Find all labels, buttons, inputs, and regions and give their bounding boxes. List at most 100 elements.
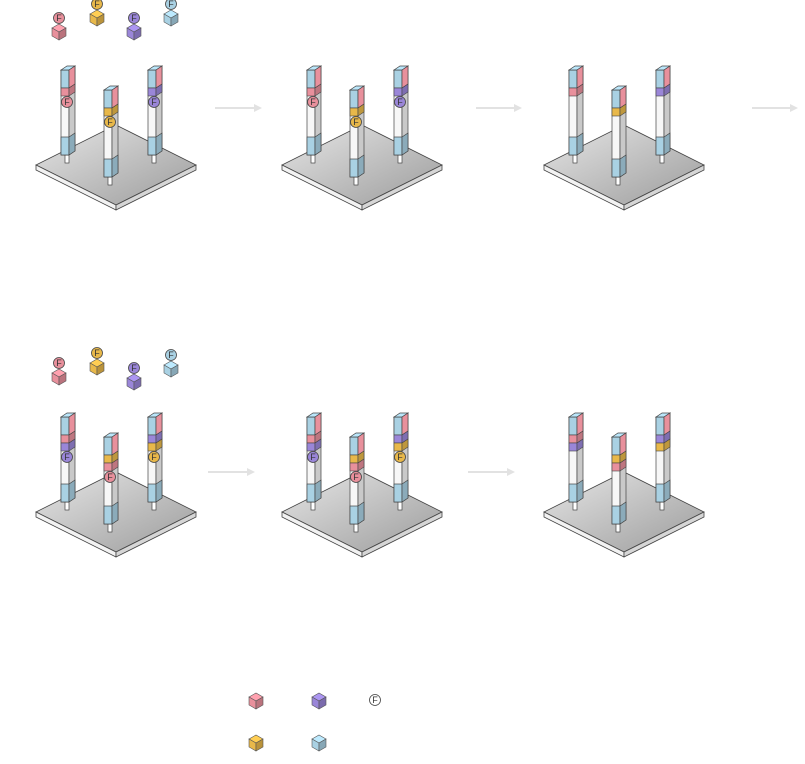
column-center: [610, 432, 628, 533]
column-anchor-blue-side: [68, 479, 76, 503]
layer-purple-side: [663, 83, 671, 97]
column-right: F: [146, 65, 164, 164]
cube-right: [96, 362, 105, 376]
layer-pink: [349, 462, 359, 472]
layer-gold: [349, 454, 359, 464]
layer-pink: [568, 434, 578, 444]
layer-purple-side: [314, 438, 322, 452]
column-anchor-blue: [147, 136, 157, 156]
layer-gold-side: [155, 438, 163, 452]
platform-edge-right: [623, 164, 705, 211]
layer-gold: [655, 442, 665, 452]
layer-gold: [147, 442, 157, 452]
layer-pink-side: [111, 458, 119, 472]
legend-block-pink: [248, 692, 264, 710]
marker-label: F: [353, 117, 359, 127]
column-cap-blue: [611, 436, 621, 456]
column-cap-blue: [611, 89, 621, 109]
layer-purple-side: [576, 438, 584, 452]
column-cap-blue: [306, 69, 316, 89]
layer-purple: [655, 434, 665, 444]
process-arrow: [752, 104, 798, 112]
column-center: F: [348, 432, 366, 533]
column-right: [654, 412, 672, 511]
legend-block-gold: [248, 734, 264, 752]
column-left: [567, 412, 585, 511]
loose-block-pink: F: [51, 12, 67, 41]
column-anchor-blue: [393, 136, 403, 156]
column-anchor-blue-side: [68, 132, 76, 156]
marker-label: F: [168, 0, 174, 9]
marker-label: F: [397, 97, 403, 107]
marker-f: F: [53, 12, 65, 24]
marker-label: F: [94, 0, 100, 9]
column-anchor-blue-side: [663, 479, 671, 503]
cube-right: [170, 13, 179, 27]
marker-label: F: [168, 350, 174, 360]
marker-label: F: [151, 452, 157, 462]
column-cap-blue: [60, 416, 70, 436]
column-marker: F: [104, 471, 116, 483]
marker-label: F: [64, 452, 70, 462]
layer-purple: [60, 442, 70, 452]
marker-label: F: [131, 363, 137, 373]
marker-circle: [91, 0, 103, 10]
column-anchor-blue: [60, 136, 70, 156]
arrow-head: [247, 468, 255, 476]
column-stem: [310, 501, 316, 511]
platform-edge-right: [361, 511, 443, 558]
layer-gold: [103, 107, 113, 117]
column-anchor-blue-side: [314, 479, 322, 503]
layer-pink-side: [576, 83, 584, 97]
column-anchor-blue-side: [357, 501, 365, 525]
platform-edge-right: [623, 511, 705, 558]
column-cap-blue: [568, 69, 578, 89]
layer-pink: [611, 462, 621, 472]
loose-block-blue: F: [163, 349, 179, 378]
marker-label: F: [56, 13, 62, 23]
cube-right: [318, 696, 327, 710]
column-anchor-blue: [103, 158, 113, 178]
marker-circle: [307, 96, 319, 108]
marker-circle: [165, 0, 177, 10]
column-anchor-blue: [568, 136, 578, 156]
column-anchor-blue-side: [155, 132, 163, 156]
column-cap-blue: [349, 89, 359, 109]
column-center: F: [348, 85, 366, 186]
marker-circle: [165, 349, 177, 361]
column-anchor-blue-side: [576, 132, 584, 156]
marker-label: F: [353, 472, 359, 482]
column-left: F: [305, 412, 323, 511]
column-stem: [397, 154, 403, 164]
layer-pink-side: [314, 83, 322, 97]
marker-circle: [53, 357, 65, 369]
column-right: [654, 65, 672, 164]
column-stem: [64, 501, 70, 511]
column-marker: F: [148, 451, 160, 463]
marker-label: F: [56, 358, 62, 368]
marker-circle: [91, 347, 103, 359]
column-anchor-blue: [349, 158, 359, 178]
process-arrow: [468, 468, 515, 476]
column-stem: [572, 154, 578, 164]
arrow-head: [790, 104, 798, 112]
column-cap-blue: [655, 416, 665, 436]
column-center: F: [102, 85, 120, 186]
column-stem: [64, 154, 70, 164]
column-anchor-blue: [349, 505, 359, 525]
column-anchor-blue: [568, 483, 578, 503]
column-cap-blue: [147, 69, 157, 89]
layer-pink: [60, 434, 70, 444]
column-anchor-blue-side: [401, 132, 409, 156]
layer-gold-side: [111, 103, 119, 117]
marker-f: F: [165, 0, 177, 10]
layer-gold: [611, 107, 621, 117]
layer-gold-side: [663, 438, 671, 452]
legend-block-purple: [311, 692, 327, 710]
cube-right: [318, 738, 327, 752]
column-anchor-blue-side: [663, 132, 671, 156]
